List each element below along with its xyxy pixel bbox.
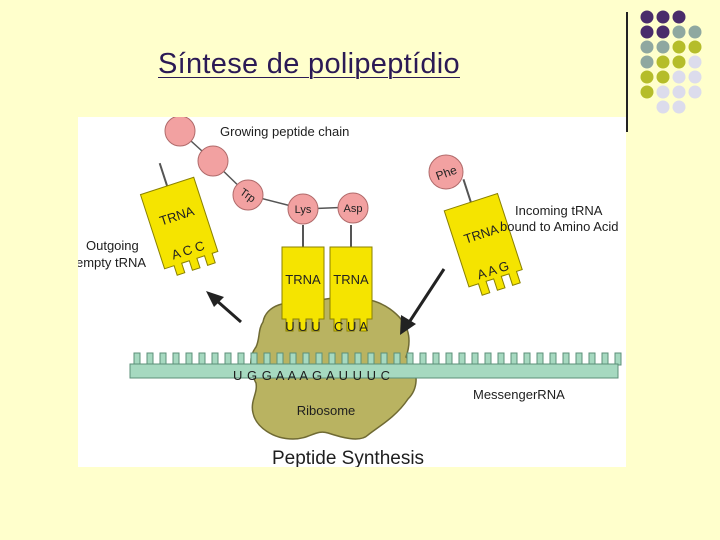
mrna-strand: [129, 352, 622, 379]
divider-line: [626, 12, 628, 132]
mrna-tooth: [406, 352, 414, 366]
amino-acid-lys: [287, 193, 319, 225]
mrna-sequence: U G G A A A G A U U U C: [233, 368, 390, 383]
amino-acid-bead: [197, 145, 229, 177]
trna-lys-label: TRNA: [285, 272, 321, 287]
incoming-label-line2: bound to Amino Acid: [500, 219, 619, 234]
decorative-dot: [640, 85, 654, 99]
mrna-tooth: [354, 352, 362, 366]
mrna-tooth: [315, 352, 323, 366]
diagram-title: Peptide Synthesis: [272, 448, 424, 467]
decorative-dot: [640, 55, 654, 69]
mrna-tooth: [458, 352, 466, 366]
mrna-tooth: [614, 352, 622, 366]
mrna-tooth: [419, 352, 427, 366]
mrna-tooth: [172, 352, 180, 366]
mrna-tooth: [510, 352, 518, 366]
mrna-tooth: [588, 352, 596, 366]
outgoing-label-line2: empty tRNA: [78, 255, 146, 270]
decorative-dot: [640, 10, 654, 24]
decorative-dot-grid: [640, 10, 702, 114]
amino-acid-trp: [232, 179, 264, 211]
decorative-dot: [656, 25, 670, 39]
decorative-dot: [656, 40, 670, 54]
mrna-tooth: [380, 352, 388, 366]
decorative-dot: [672, 55, 686, 69]
mrna-tooth: [146, 352, 154, 366]
decorative-dot: [688, 70, 702, 84]
mrna-tooth: [575, 352, 583, 366]
mrna-tooth: [562, 352, 570, 366]
decorative-dot: [672, 40, 686, 54]
decorative-dot: [640, 70, 654, 84]
decorative-dot: [640, 40, 654, 54]
mrna-tooth: [432, 352, 440, 366]
mrna-tooth: [263, 352, 271, 366]
decorative-dot: [672, 85, 686, 99]
mrna-tooth: [237, 352, 245, 366]
decorative-dot: [672, 10, 686, 24]
decorative-dot: [688, 85, 702, 99]
growing-chain-label: Growing peptide chain: [220, 124, 349, 139]
mrna-tooth: [224, 352, 232, 366]
trna-asp: TRNA C U A: [329, 225, 373, 334]
decorative-dot: [656, 100, 670, 114]
mrna-tooth: [276, 352, 284, 366]
incoming-arrow: [400, 268, 446, 335]
mrna-tooth: [549, 352, 557, 366]
trna-lys: TRNA U U U: [281, 225, 325, 334]
decorative-dot: [688, 25, 702, 39]
decorative-dot: [656, 55, 670, 69]
mrna-tooth: [198, 352, 206, 366]
trna-asp-anticodon: C U A: [334, 319, 368, 334]
decorative-dot: [640, 25, 654, 39]
decorative-dot: [656, 10, 670, 24]
mrna-tooth: [341, 352, 349, 366]
mrna-tooth: [211, 352, 219, 366]
decorative-dot: [672, 70, 686, 84]
mrna-tooth: [523, 352, 531, 366]
amino-acid-asp-label: Asp: [344, 203, 363, 215]
amino-acid-lys-label: Lys: [295, 204, 312, 216]
decorative-dot: [688, 55, 702, 69]
mrna-tooth: [497, 352, 505, 366]
peptide-synthesis-figure: Ribosome U G G A A A G A U U U C Messeng…: [78, 117, 626, 467]
mrna-tooth: [393, 352, 401, 366]
amino-acid-asp: [337, 192, 369, 224]
mrna-tooth: [250, 352, 258, 366]
decorative-dot: [688, 40, 702, 54]
peptide-chain: Trp Lys Asp: [164, 117, 369, 225]
amino-acid-bead: [164, 117, 196, 147]
outgoing-arrow: [206, 291, 242, 324]
incoming-label-line1: Incoming tRNA: [515, 203, 603, 218]
slide-title: Síntese de polipeptídio: [158, 48, 460, 80]
trna-lys-anticodon: U U U: [285, 319, 320, 334]
incoming-trna: TRNA A A G: [443, 179, 523, 296]
diagram-canvas: Ribosome U G G A A A G A U U U C Messeng…: [78, 117, 622, 467]
mrna-tooth: [133, 352, 141, 366]
mrna-tooth: [601, 352, 609, 366]
decorative-dot: [656, 70, 670, 84]
amino-acid-phe: [428, 154, 464, 190]
mrna-tooth: [185, 352, 193, 366]
mrna-tooth: [159, 352, 167, 366]
decorative-dot: [672, 25, 686, 39]
outgoing-label-line1: Outgoing: [86, 238, 139, 253]
mrna-tooth: [536, 352, 544, 366]
outgoing-trna: TRNA A C C: [139, 162, 219, 276]
mrna-tooth: [328, 352, 336, 366]
ribosome-label: Ribosome: [297, 403, 356, 418]
amino-acid-phe-label: Phe: [434, 163, 459, 184]
mrna-tooth: [289, 352, 297, 366]
trna-asp-label: TRNA: [333, 272, 369, 287]
mrna-label: MessengerRNA: [473, 387, 565, 402]
decorative-dot: [672, 100, 686, 114]
mrna-tooth: [445, 352, 453, 366]
mrna-tooth: [471, 352, 479, 366]
mrna-tooth: [367, 352, 375, 366]
decorative-dot: [656, 85, 670, 99]
mrna-tooth: [302, 352, 310, 366]
mrna-tooth: [484, 352, 492, 366]
